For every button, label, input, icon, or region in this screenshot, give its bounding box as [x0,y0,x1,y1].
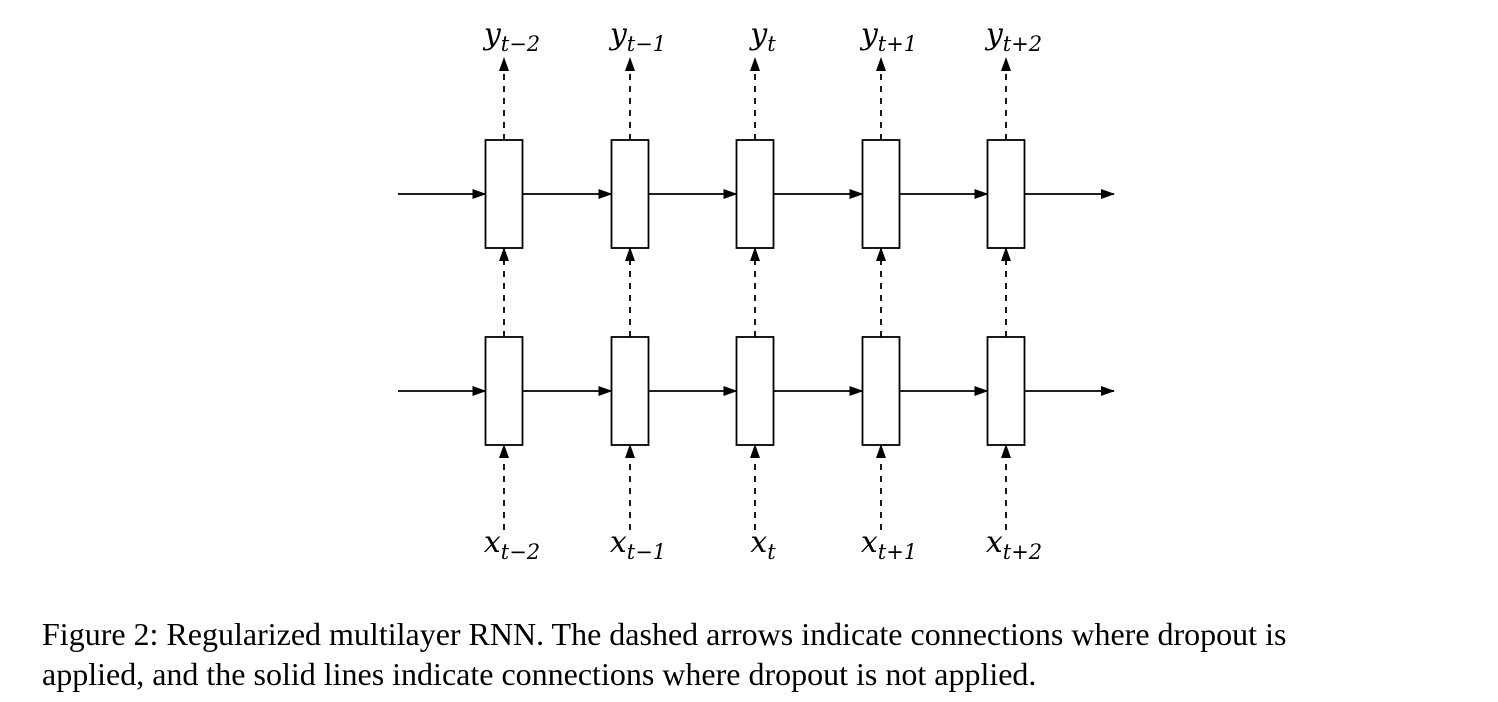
output-label-1: yt−1 [608,17,666,56]
input-label-4: xt+2 [986,525,1042,564]
rnn-cell-layer2-4 [986,336,1026,446]
caption-line-1: Figure 2: Regularized multilayer RNN. Th… [42,616,1287,652]
input-label-0: xt−2 [484,525,540,564]
rnn-cell-layer1-0 [484,139,524,249]
caption-line-2: applied, and the solid lines indicate co… [42,656,1037,692]
rnn-cell-layer1-4 [986,139,1026,249]
figure-caption: Figure 2: Regularized multilayer RNN. Th… [42,614,1472,694]
input-label-3: xt+1 [861,525,917,564]
cells [484,139,1026,446]
output-label-2: yt [748,17,776,56]
rnn-cell-layer1-1 [610,139,650,249]
labels: yt−2 yt−1 yt yt+1 yt+2 xt−2 xt−1 xt xt+1 xt+2 [482,17,1042,564]
input-label-1: xt−1 [610,525,666,564]
rnn-cell-layer2-2 [735,336,775,446]
rnn-cell-layer1-2 [735,139,775,249]
edges [398,57,1115,530]
rnn-cell-layer2-0 [484,336,524,446]
output-label-0: yt−2 [482,17,540,56]
rnn-cell-layer2-3 [861,336,901,446]
rnn-cell-layer1-3 [861,139,901,249]
output-label-4: yt+2 [984,17,1042,56]
rnn-cell-layer2-1 [610,336,650,446]
input-label-2: xt [750,525,776,564]
rnn-diagram: yt−2 yt−1 yt yt+1 yt+2 xt−2 xt−1 xt xt+1 xt+2 [398,17,1115,564]
output-label-3: yt+1 [859,17,917,56]
